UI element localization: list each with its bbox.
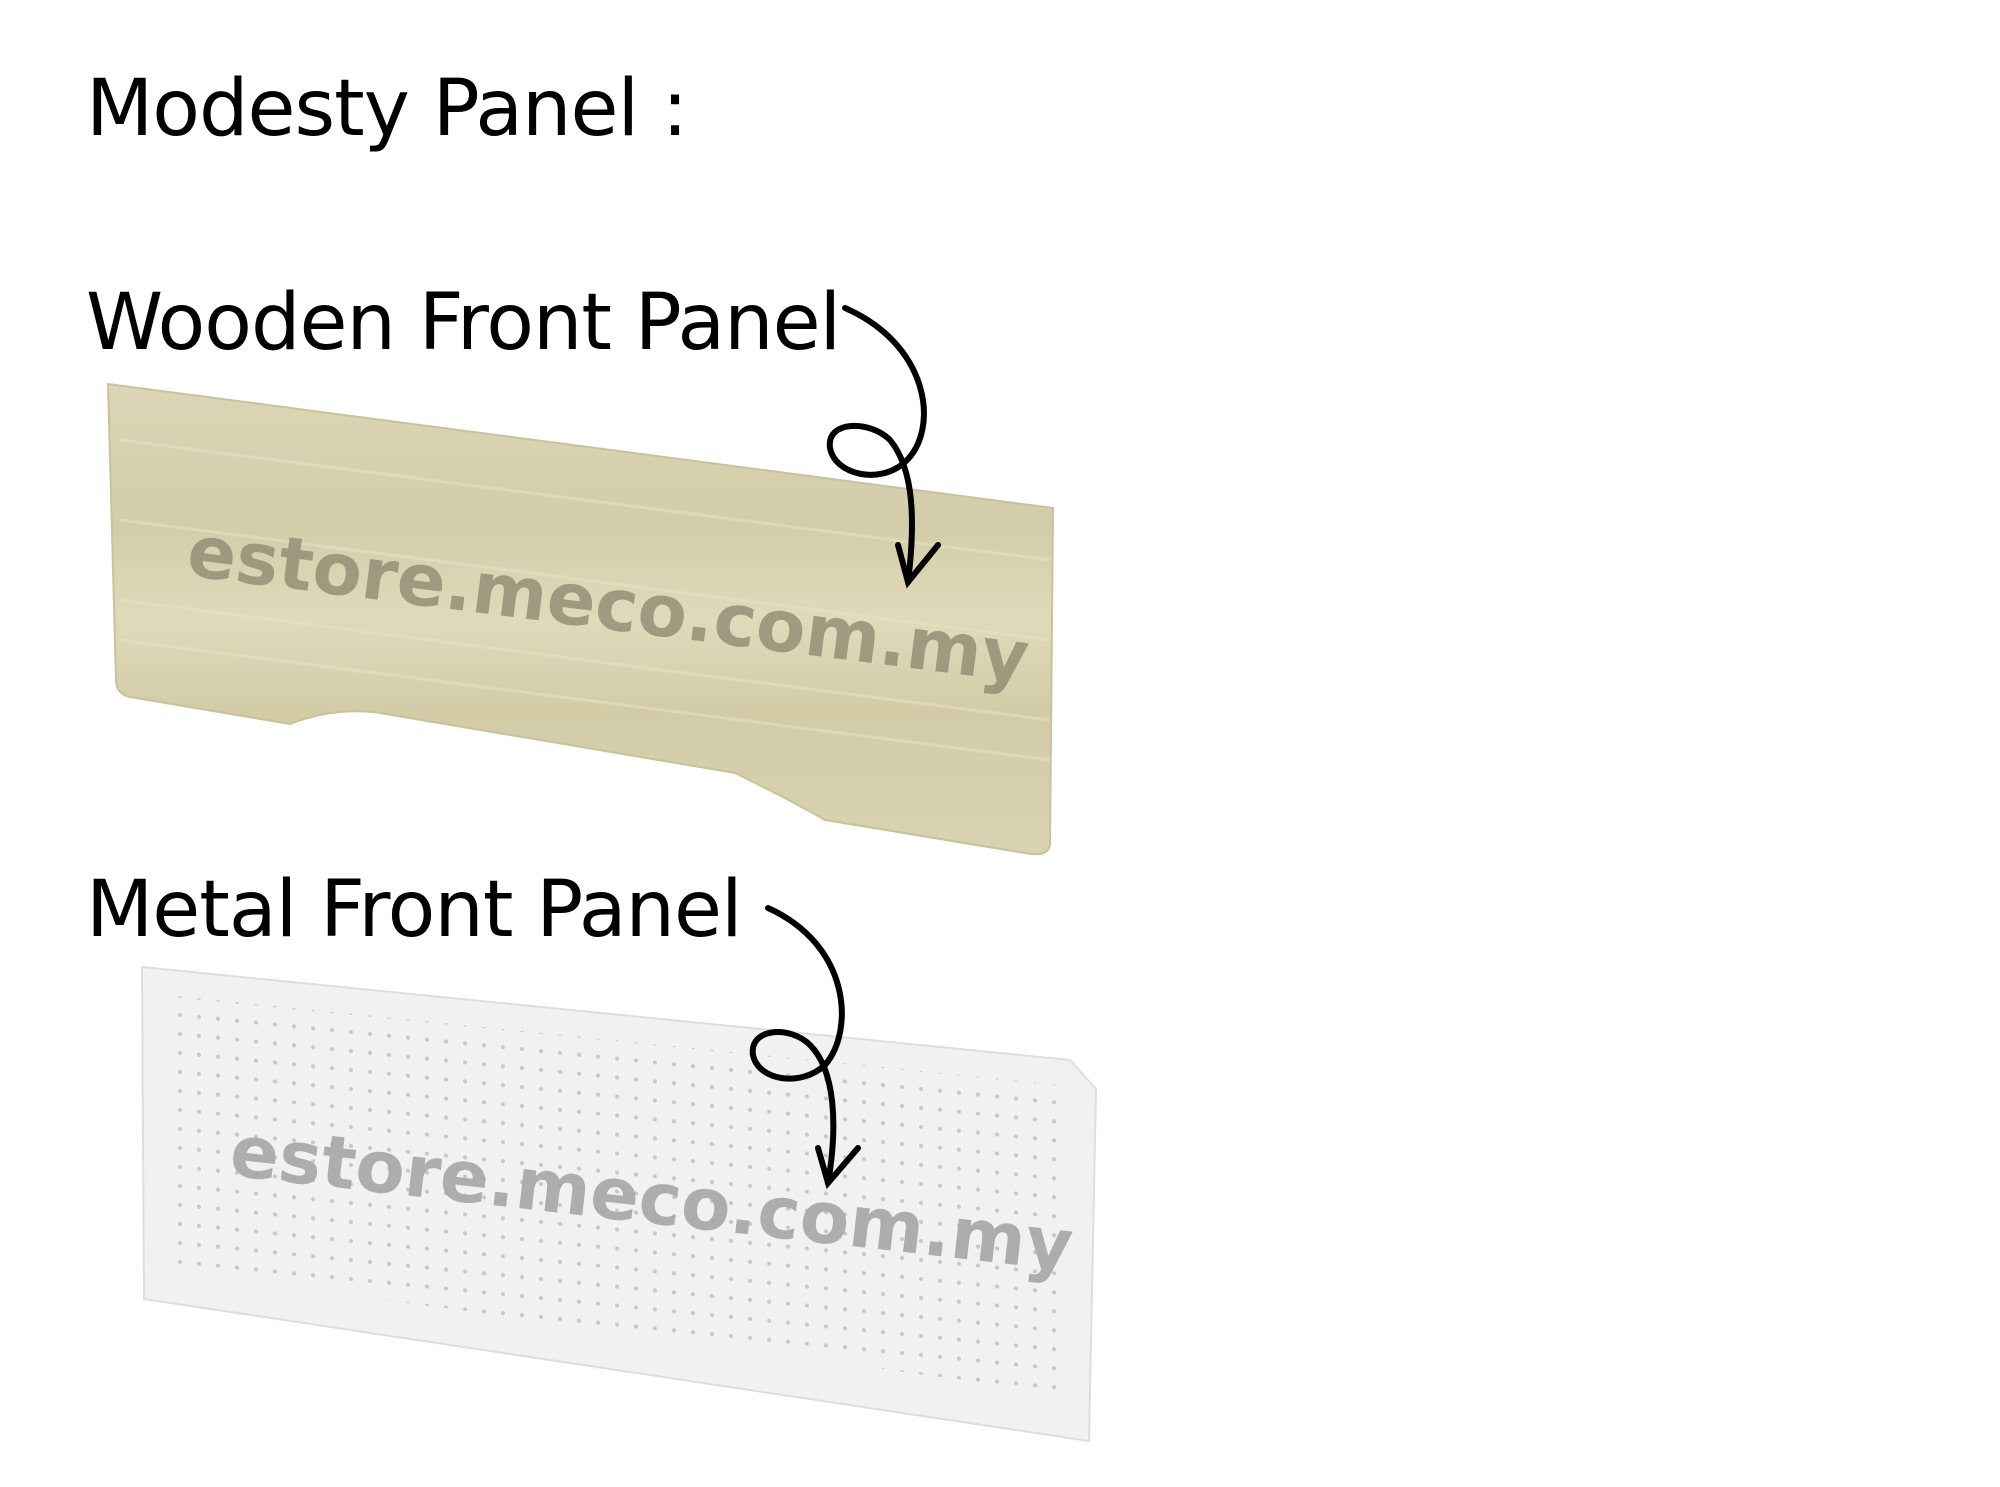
curly-arrow-icon <box>826 305 941 589</box>
page-title: Modesty Panel : <box>86 64 688 154</box>
metal-front-panel-image: estore.meco.com.my <box>140 965 1098 1443</box>
curly-arrow-icon <box>749 905 861 1190</box>
wooden-panel-label: Wooden Front Panel <box>86 278 841 368</box>
wooden-front-panel-image: estore.meco.com.my <box>106 382 1055 856</box>
metal-panel-label: Metal Front Panel <box>86 865 743 955</box>
